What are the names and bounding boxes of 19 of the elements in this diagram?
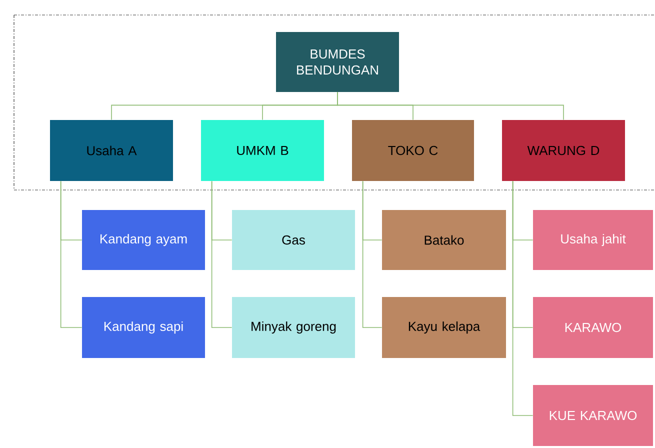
unit-box: UMKM B (201, 120, 324, 181)
unit-box: Usaha A (50, 120, 173, 181)
unit-box: WARUNG D (502, 120, 625, 181)
connector-line (211, 180, 232, 328)
sub-box: Kandang sapi (82, 297, 205, 358)
connector-line (362, 180, 382, 328)
sub-box: Batako (382, 210, 506, 270)
root-box: BUMDES BENDUNGAN (276, 32, 399, 92)
connector-line (337, 92, 564, 120)
connector-line (512, 180, 534, 416)
sub-box: Usaha jahit (533, 210, 653, 270)
sub-box: Minyak goreng (232, 297, 355, 358)
unit-box: TOKO C (352, 120, 474, 181)
sub-box: Gas (232, 210, 355, 270)
sub-box: Kayu kelapa (382, 297, 506, 358)
connector-line (60, 180, 82, 328)
sub-box: KARAWO (533, 297, 653, 358)
sub-box: KUE KARAWO (533, 385, 653, 446)
sub-box: Kandang ayam (82, 210, 205, 270)
